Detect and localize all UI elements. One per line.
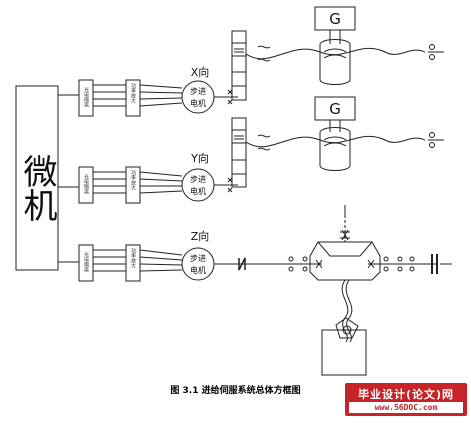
- stepper-motor-x: [181, 80, 215, 114]
- bearing-z-right: [383, 256, 415, 272]
- watermark-badge: 毕业设计(论文)网 www.56DOC.com: [345, 383, 467, 416]
- optocoupler-label-z: 光电隔离: [83, 251, 89, 273]
- gear-mesh-x: [257, 45, 271, 62]
- grinder-x: G: [231, 6, 444, 101]
- motor-label-x-1: 步进: [190, 87, 206, 96]
- amplifier-label-x: 功率放大: [130, 82, 136, 104]
- worktable: [321, 329, 367, 376]
- optocoupler-box-x: [78, 79, 94, 117]
- grinder-wheel-y: [319, 127, 351, 171]
- leadscrew-y: [245, 135, 426, 148]
- grinder-y: G: [231, 96, 444, 188]
- grinder-label-x: G: [329, 10, 341, 28]
- watermark-url: www.56DOC.com: [349, 402, 463, 413]
- leadscrew-x: [245, 47, 426, 60]
- amplifier-box-x: [125, 79, 141, 117]
- amplifier-box-y: [125, 166, 141, 204]
- bearing-z-left: [287, 256, 309, 272]
- gear-mesh-y: [257, 134, 271, 151]
- axis-label-y: Y向: [190, 151, 209, 165]
- channel-x: 光电隔离 功率放大 步进 电机 X向: [78, 65, 238, 117]
- motor-label-x-2: 电机: [190, 98, 206, 108]
- grinder-label-y: G: [329, 100, 341, 118]
- amplifier-label-y: 功率放大: [130, 169, 136, 191]
- computer-label: 微机: [17, 154, 57, 222]
- grinder-wheel-x: [319, 39, 351, 85]
- optocoupler-label-y: 光电隔离: [83, 173, 89, 195]
- motor-label-z-1: 步进: [190, 254, 206, 263]
- coupling-n: [238, 257, 246, 271]
- motor-label-y-1: 步进: [190, 175, 206, 184]
- stepper-motor-z: [181, 247, 215, 281]
- grinder-box-x: [314, 6, 356, 31]
- motor-label-y-2: 电机: [190, 186, 206, 196]
- watermark-title: 毕业设计(论文)网: [357, 388, 455, 401]
- amplifier-label-z: 功率放大: [130, 247, 136, 269]
- grinder-box-y: [314, 96, 356, 121]
- bus-lines: [58, 94, 79, 263]
- axis-label-x: X向: [191, 65, 210, 79]
- bevel-gearbox: [309, 241, 381, 281]
- axis-label-z: Z向: [191, 229, 210, 243]
- vertical-shaft: [341, 279, 349, 343]
- channel-z: 光电隔离 功率放大 步进 电机 Z向: [78, 205, 452, 376]
- optocoupler-box-z: [78, 244, 94, 282]
- channel-y: 光电隔离 功率放大 步进 电机 Y向: [78, 151, 238, 204]
- computer-block: 微机: [15, 85, 59, 271]
- optocoupler-box-y: [78, 166, 94, 204]
- optocoupler-label-x: 光电隔离: [83, 86, 89, 108]
- stepper-motor-y: [181, 168, 215, 202]
- motor-label-z-2: 电机: [190, 265, 206, 275]
- figure-caption: 图 3.1 进给伺服系统总体方框图: [170, 386, 301, 396]
- amplifier-box-z: [125, 244, 141, 282]
